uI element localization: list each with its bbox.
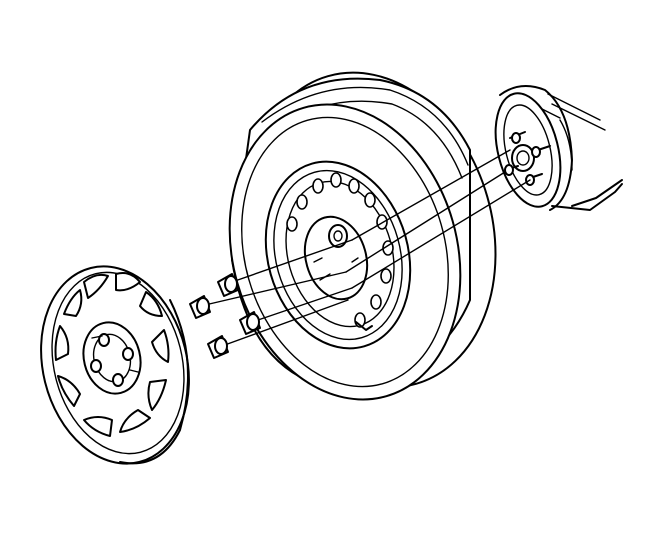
lug-nut-3	[239, 311, 261, 335]
wheel-vent-holes	[286, 172, 394, 328]
valve-stem	[355, 321, 373, 331]
lug-nuts	[189, 149, 531, 359]
hub-center-cap	[511, 144, 535, 172]
wheel-cover-slots	[54, 272, 170, 437]
lug-nut-4	[207, 335, 229, 359]
hub-and-rotor	[494, 85, 623, 211]
wheel-studs	[504, 131, 551, 186]
lug-nut-2	[189, 295, 211, 319]
wheel-cover	[40, 265, 190, 465]
lug-nut-1	[217, 273, 239, 297]
tire-and-wheel	[228, 71, 497, 401]
